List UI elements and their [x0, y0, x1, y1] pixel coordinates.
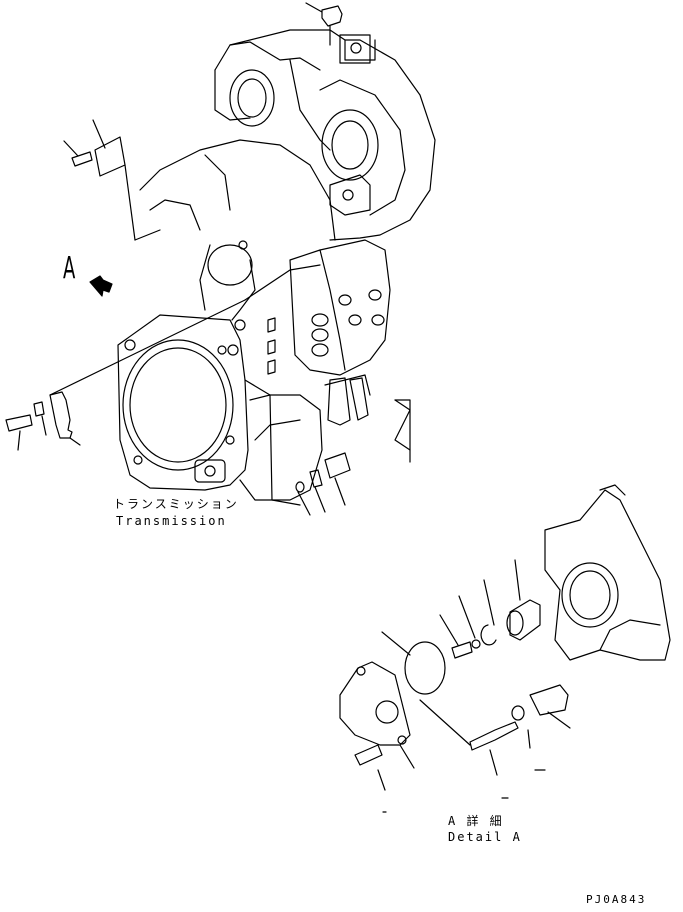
drawing-code: PJ0A843 — [586, 893, 647, 906]
cover-plate — [64, 120, 160, 240]
gasket — [395, 400, 410, 450]
detail-a-housing — [545, 485, 670, 660]
transmission-housing — [118, 30, 435, 500]
control-valve — [268, 240, 390, 425]
leader-line — [395, 400, 410, 462]
transmission-label-en: Transmission — [116, 514, 227, 528]
breather — [306, 3, 342, 45]
view-marker: A — [63, 251, 76, 286]
detail-label-ja: A 詳 細 — [448, 814, 504, 828]
detail-a-parts — [340, 560, 570, 812]
bracket-bolt-group — [6, 300, 245, 450]
view-arrow — [90, 276, 112, 296]
detail-label-en: Detail A — [448, 830, 522, 844]
transmission-label-ja: トランスミッション — [113, 497, 239, 511]
plug-assembly — [250, 395, 350, 515]
